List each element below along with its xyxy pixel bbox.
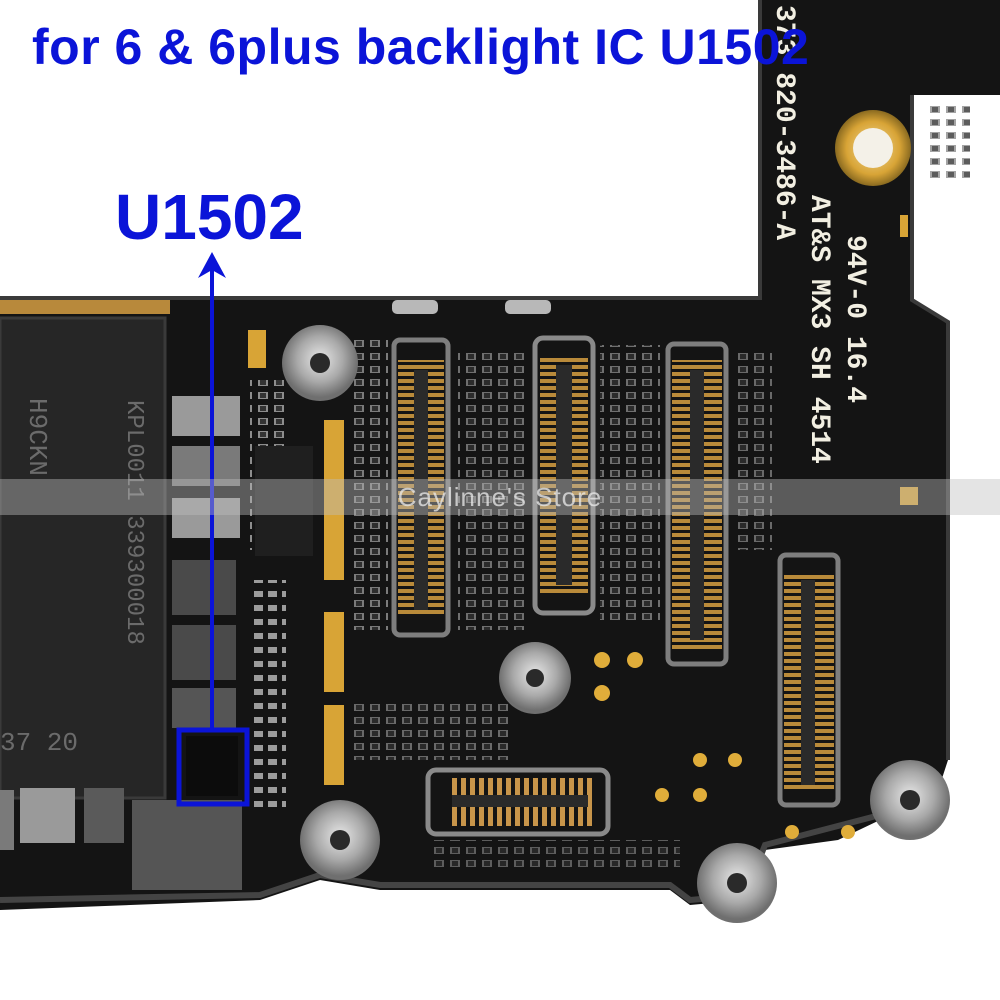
passive-field	[600, 345, 660, 625]
passive-field	[930, 100, 970, 180]
passive-field	[430, 840, 680, 870]
screw	[499, 642, 571, 714]
board-edge-bottom	[0, 792, 937, 904]
connector-3-core	[690, 370, 704, 640]
connector-4-core	[801, 580, 815, 785]
test-pad	[728, 753, 742, 767]
gold-bar	[324, 705, 344, 785]
memory-chip	[0, 318, 165, 798]
board-edge-right	[910, 95, 950, 760]
gold-bar	[324, 612, 344, 692]
test-pad	[693, 753, 707, 767]
test-pad	[594, 652, 610, 668]
test-pad	[655, 788, 669, 802]
screw	[697, 843, 777, 923]
u1502-callout-label: U1502	[115, 181, 304, 253]
chip-marking-1: H9CKN	[22, 398, 52, 476]
connector-1-frame	[391, 337, 451, 638]
silk-rating: 94V-0 16.4	[839, 235, 870, 403]
connector-5-frame	[425, 767, 611, 837]
test-pad	[693, 788, 707, 802]
chip-marking-2: KPL0011 339300018	[120, 400, 147, 645]
connector-3-frame	[665, 341, 729, 667]
silk-part-number: 373 820-3486-A	[768, 5, 799, 240]
component	[0, 790, 14, 850]
small-ic	[255, 446, 313, 556]
passive-field	[352, 340, 388, 630]
passive-field	[732, 350, 772, 550]
component	[172, 498, 240, 538]
gold-pad	[248, 330, 266, 368]
connector-5-core	[452, 795, 588, 807]
test-pad	[785, 825, 799, 839]
component	[172, 625, 236, 680]
screw	[870, 760, 950, 840]
test-pad	[841, 825, 855, 839]
component	[172, 396, 240, 436]
test-pad	[900, 487, 918, 505]
connector-2-core	[556, 365, 572, 585]
silk-vendor-mark: AT&S MX3 SH 4514	[803, 195, 834, 464]
passive-field	[458, 350, 528, 630]
callout-arrow-head	[198, 252, 226, 278]
connector-1-core	[414, 370, 428, 610]
connector-2-frame	[532, 335, 596, 616]
test-pad	[594, 685, 610, 701]
screw	[282, 325, 358, 401]
solder-strip	[0, 300, 170, 314]
passive-column	[250, 580, 286, 810]
gold-mount-hole	[853, 128, 893, 168]
component	[172, 560, 236, 615]
store-watermark: Caylinne's Store	[0, 479, 1000, 515]
test-pad	[900, 215, 908, 237]
shield-tab	[392, 300, 438, 314]
component	[172, 446, 240, 486]
component	[172, 688, 236, 728]
component	[20, 788, 75, 843]
memory-chip-edge	[0, 316, 167, 800]
board-edge	[0, 0, 762, 300]
screw	[300, 800, 380, 880]
shield-tab	[505, 300, 551, 314]
passive-field	[352, 700, 512, 760]
u1502-chip	[186, 736, 238, 796]
component	[84, 788, 124, 843]
test-pad	[627, 652, 643, 668]
gold-bar	[324, 420, 344, 580]
page-title: for 6 & 6plus backlight IC U1502	[32, 19, 810, 75]
chip-marking-3: 37 20	[0, 728, 78, 758]
component	[132, 800, 242, 890]
connector-4-frame	[777, 552, 841, 808]
